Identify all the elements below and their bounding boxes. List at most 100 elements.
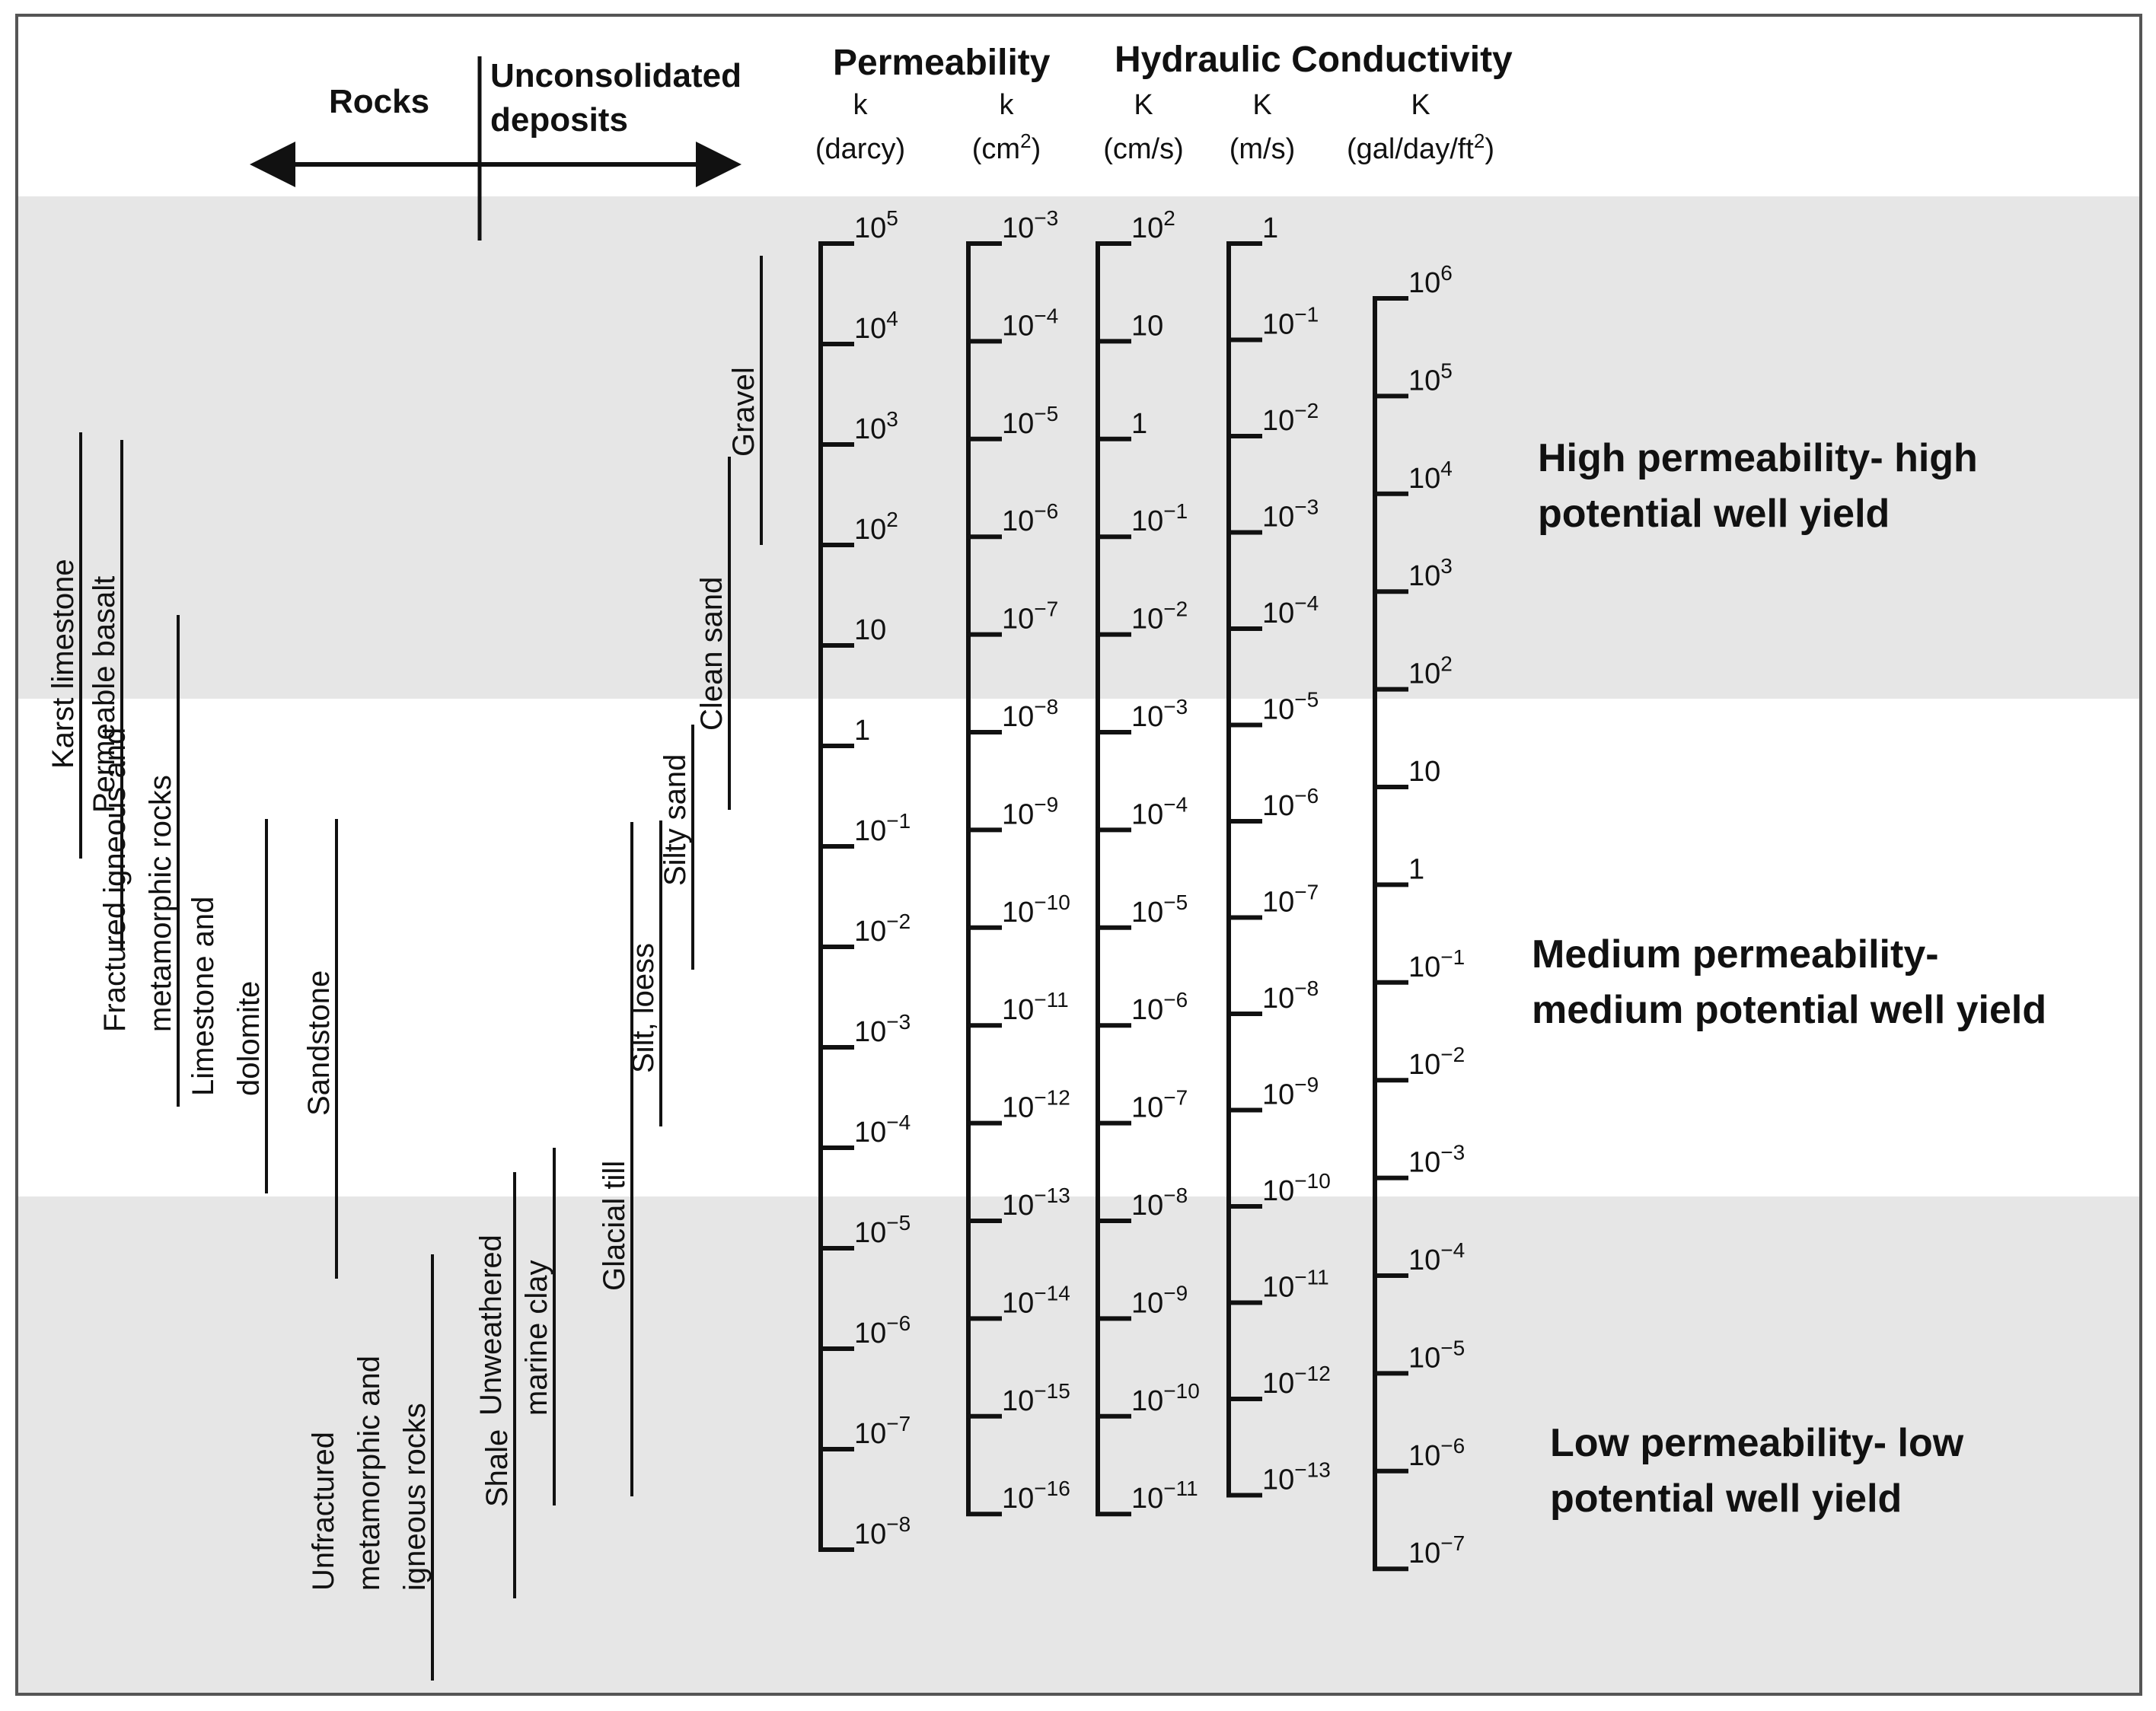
- scale-1-tick-label: 104: [854, 307, 898, 345]
- zone-medium-line2: medium potential well yield: [1532, 987, 2047, 1032]
- scale-3-tick-label: 1: [1131, 408, 1147, 440]
- material-glacial-till: Glacial till: [598, 822, 633, 1496]
- scale-1-tick-label: 10−2: [854, 910, 911, 948]
- scale-1-tick-label: 10−7: [854, 1412, 911, 1450]
- scale-5-symbol: K: [1411, 89, 1430, 121]
- scale-2-tick-label: 10−8: [1002, 695, 1058, 733]
- material-shale-label: Shale: [480, 1429, 514, 1507]
- material-unfractured-label: Unfractured: [307, 1432, 340, 1591]
- scale-2-tick-label: 10−15: [1002, 1379, 1070, 1417]
- scale-1-tick-label: 10−8: [854, 1512, 911, 1550]
- material-silty-sand-label: Silty sand: [659, 754, 692, 886]
- scale-5-tick-label: 104: [1408, 457, 1453, 495]
- scale-3-tick-label: 10−4: [1131, 792, 1188, 830]
- scale-4: K(m/s)110−110−210−310−410−510−610−710−81…: [1226, 89, 1331, 1498]
- scale-4-tick-label: 10−12: [1262, 1362, 1331, 1400]
- material-silt-loess-label: Silt, loess: [627, 943, 660, 1073]
- scale-2-tick-label: 10−7: [1002, 597, 1058, 636]
- material-shale: Shale: [480, 1172, 516, 1598]
- scale-5: K(gal/day/ft2)10610510410310210110−110−2…: [1347, 89, 1494, 1572]
- material-silt-loess: Silt, loess: [627, 820, 662, 1126]
- scale-2-tick-label: 10−11: [1002, 988, 1069, 1026]
- scale-1: k(darcy)10510410310210110−110−210−310−41…: [815, 89, 911, 1552]
- scale-2-tick-label: 10−14: [1002, 1281, 1070, 1319]
- high-permeability-band: [18, 196, 2139, 699]
- scale-4-tick-label: 10−3: [1262, 495, 1319, 534]
- scale-4-tick-label: 10−1: [1262, 303, 1319, 341]
- scale-4-tick-label: 10−6: [1262, 784, 1319, 822]
- unconsolidated-label-line1: Unconsolidated: [490, 57, 742, 94]
- scale-5-tick-label: 10: [1408, 756, 1440, 788]
- material-unfractured: Unfractured metamorphic and igneous rocks: [307, 1254, 434, 1681]
- material-unweathered-clay: Unweathered marine clay: [474, 1148, 556, 1505]
- material-unfractured-label: metamorphic and: [352, 1356, 386, 1591]
- rocks-label: Rocks: [329, 83, 430, 120]
- scale-5-tick-label: 1: [1408, 853, 1424, 885]
- scale-3-tick-label: 10−6: [1131, 988, 1188, 1026]
- scale-1-tick-label: 10: [854, 614, 886, 646]
- hydraulic-conductivity-header: Hydraulic Conductivity: [1115, 40, 1513, 80]
- scale-5-tick-label: 102: [1408, 652, 1453, 690]
- scale-1-tick-label: 1: [854, 715, 870, 747]
- scale-2-unit: (cm2): [972, 129, 1041, 165]
- scale-5-unit: (gal/day/ft2): [1347, 129, 1494, 165]
- diagram-frame: [15, 14, 2142, 1696]
- material-sandstone: Sandstone: [302, 819, 338, 1279]
- zone-low-line1: Low permeability- low: [1550, 1421, 1964, 1465]
- zone-high-label: High permeability- high potential well y…: [1538, 431, 1978, 542]
- scale-1-tick-label: 10−5: [854, 1211, 911, 1249]
- low-permeability-band: [18, 1196, 2139, 1693]
- scale-2: k(cm2)10−310−410−510−610−710−810−910−101…: [966, 89, 1070, 1517]
- scale-3-tick-label: 10−5: [1131, 891, 1188, 929]
- scale-1-tick-label: 105: [854, 206, 898, 244]
- scale-2-tick-label: 10−4: [1002, 304, 1058, 342]
- scale-3-tick-label: 10−9: [1131, 1281, 1188, 1319]
- scale-4-tick-label: 10−13: [1262, 1458, 1331, 1496]
- material-unweathered-clay-label: Unweathered: [474, 1235, 508, 1416]
- scale-4-tick-label: 10−7: [1262, 881, 1319, 919]
- material-gravel-label: Gravel: [727, 367, 761, 457]
- scale-5-tick-label: 106: [1408, 261, 1453, 299]
- material-clean-sand-label: Clean sand: [695, 577, 729, 731]
- scale-3-tick-label: 10: [1131, 310, 1163, 342]
- zone-high-line1: High permeability- high: [1538, 436, 1978, 480]
- material-fractured-igneous-label: metamorphic rocks: [144, 775, 177, 1032]
- material-limestone-dolomite-label: Limestone and: [187, 897, 220, 1096]
- scale-3-tick-label: 10−2: [1131, 597, 1188, 636]
- scale-1-tick-label: 10−6: [854, 1311, 911, 1349]
- scale-1-symbol: k: [853, 89, 869, 121]
- scale-2-tick-label: 10−16: [1002, 1477, 1070, 1515]
- scale-2-tick-label: 10−13: [1002, 1184, 1070, 1222]
- scale-4-tick-label: 10−5: [1262, 688, 1319, 726]
- material-unfractured-label: igneous rocks: [398, 1403, 432, 1591]
- scale-2-tick-label: 10−3: [1002, 206, 1058, 244]
- scale-3-tick-label: 10−3: [1131, 695, 1188, 733]
- scale-3: K(cm/s)10210110−110−210−310−410−510−610−…: [1096, 89, 1200, 1517]
- material-silty-sand: Silty sand: [659, 725, 694, 970]
- zone-low-line2: potential well yield: [1550, 1476, 1902, 1521]
- scale-4-tick-label: 10−11: [1262, 1266, 1329, 1304]
- scale-1-tick-label: 102: [854, 508, 898, 546]
- scale-1-tick-label: 10−1: [854, 809, 911, 847]
- scale-4-tick-label: 10−9: [1262, 1073, 1319, 1111]
- material-glacial-till-label: Glacial till: [598, 1161, 631, 1291]
- scale-4-tick-label: 10−4: [1262, 591, 1319, 629]
- permeability-header: Permeability: [833, 43, 1051, 83]
- scale-3-tick-label: 10−8: [1131, 1184, 1188, 1222]
- scale-4-unit: (m/s): [1229, 133, 1296, 165]
- scale-4-tick-label: 10−10: [1262, 1169, 1331, 1207]
- scale-5-tick-label: 10−6: [1408, 1434, 1465, 1472]
- scale-5-tick-label: 10−7: [1408, 1531, 1465, 1569]
- zone-medium-label: Medium permeability- medium potential we…: [1532, 927, 2046, 1038]
- scale-3-tick-label: 10−10: [1131, 1379, 1200, 1417]
- scale-2-tick-label: 10−5: [1002, 402, 1058, 440]
- material-unweathered-clay-label: marine clay: [520, 1260, 553, 1416]
- scale-5-tick-label: 10−1: [1408, 945, 1465, 983]
- scale-4-symbol: K: [1252, 89, 1271, 121]
- scale-3-symbol: K: [1134, 89, 1153, 121]
- scale-5-tick-label: 105: [1408, 358, 1453, 397]
- scale-1-tick-label: 10−4: [854, 1110, 911, 1149]
- scale-3-tick-label: 102: [1131, 206, 1175, 244]
